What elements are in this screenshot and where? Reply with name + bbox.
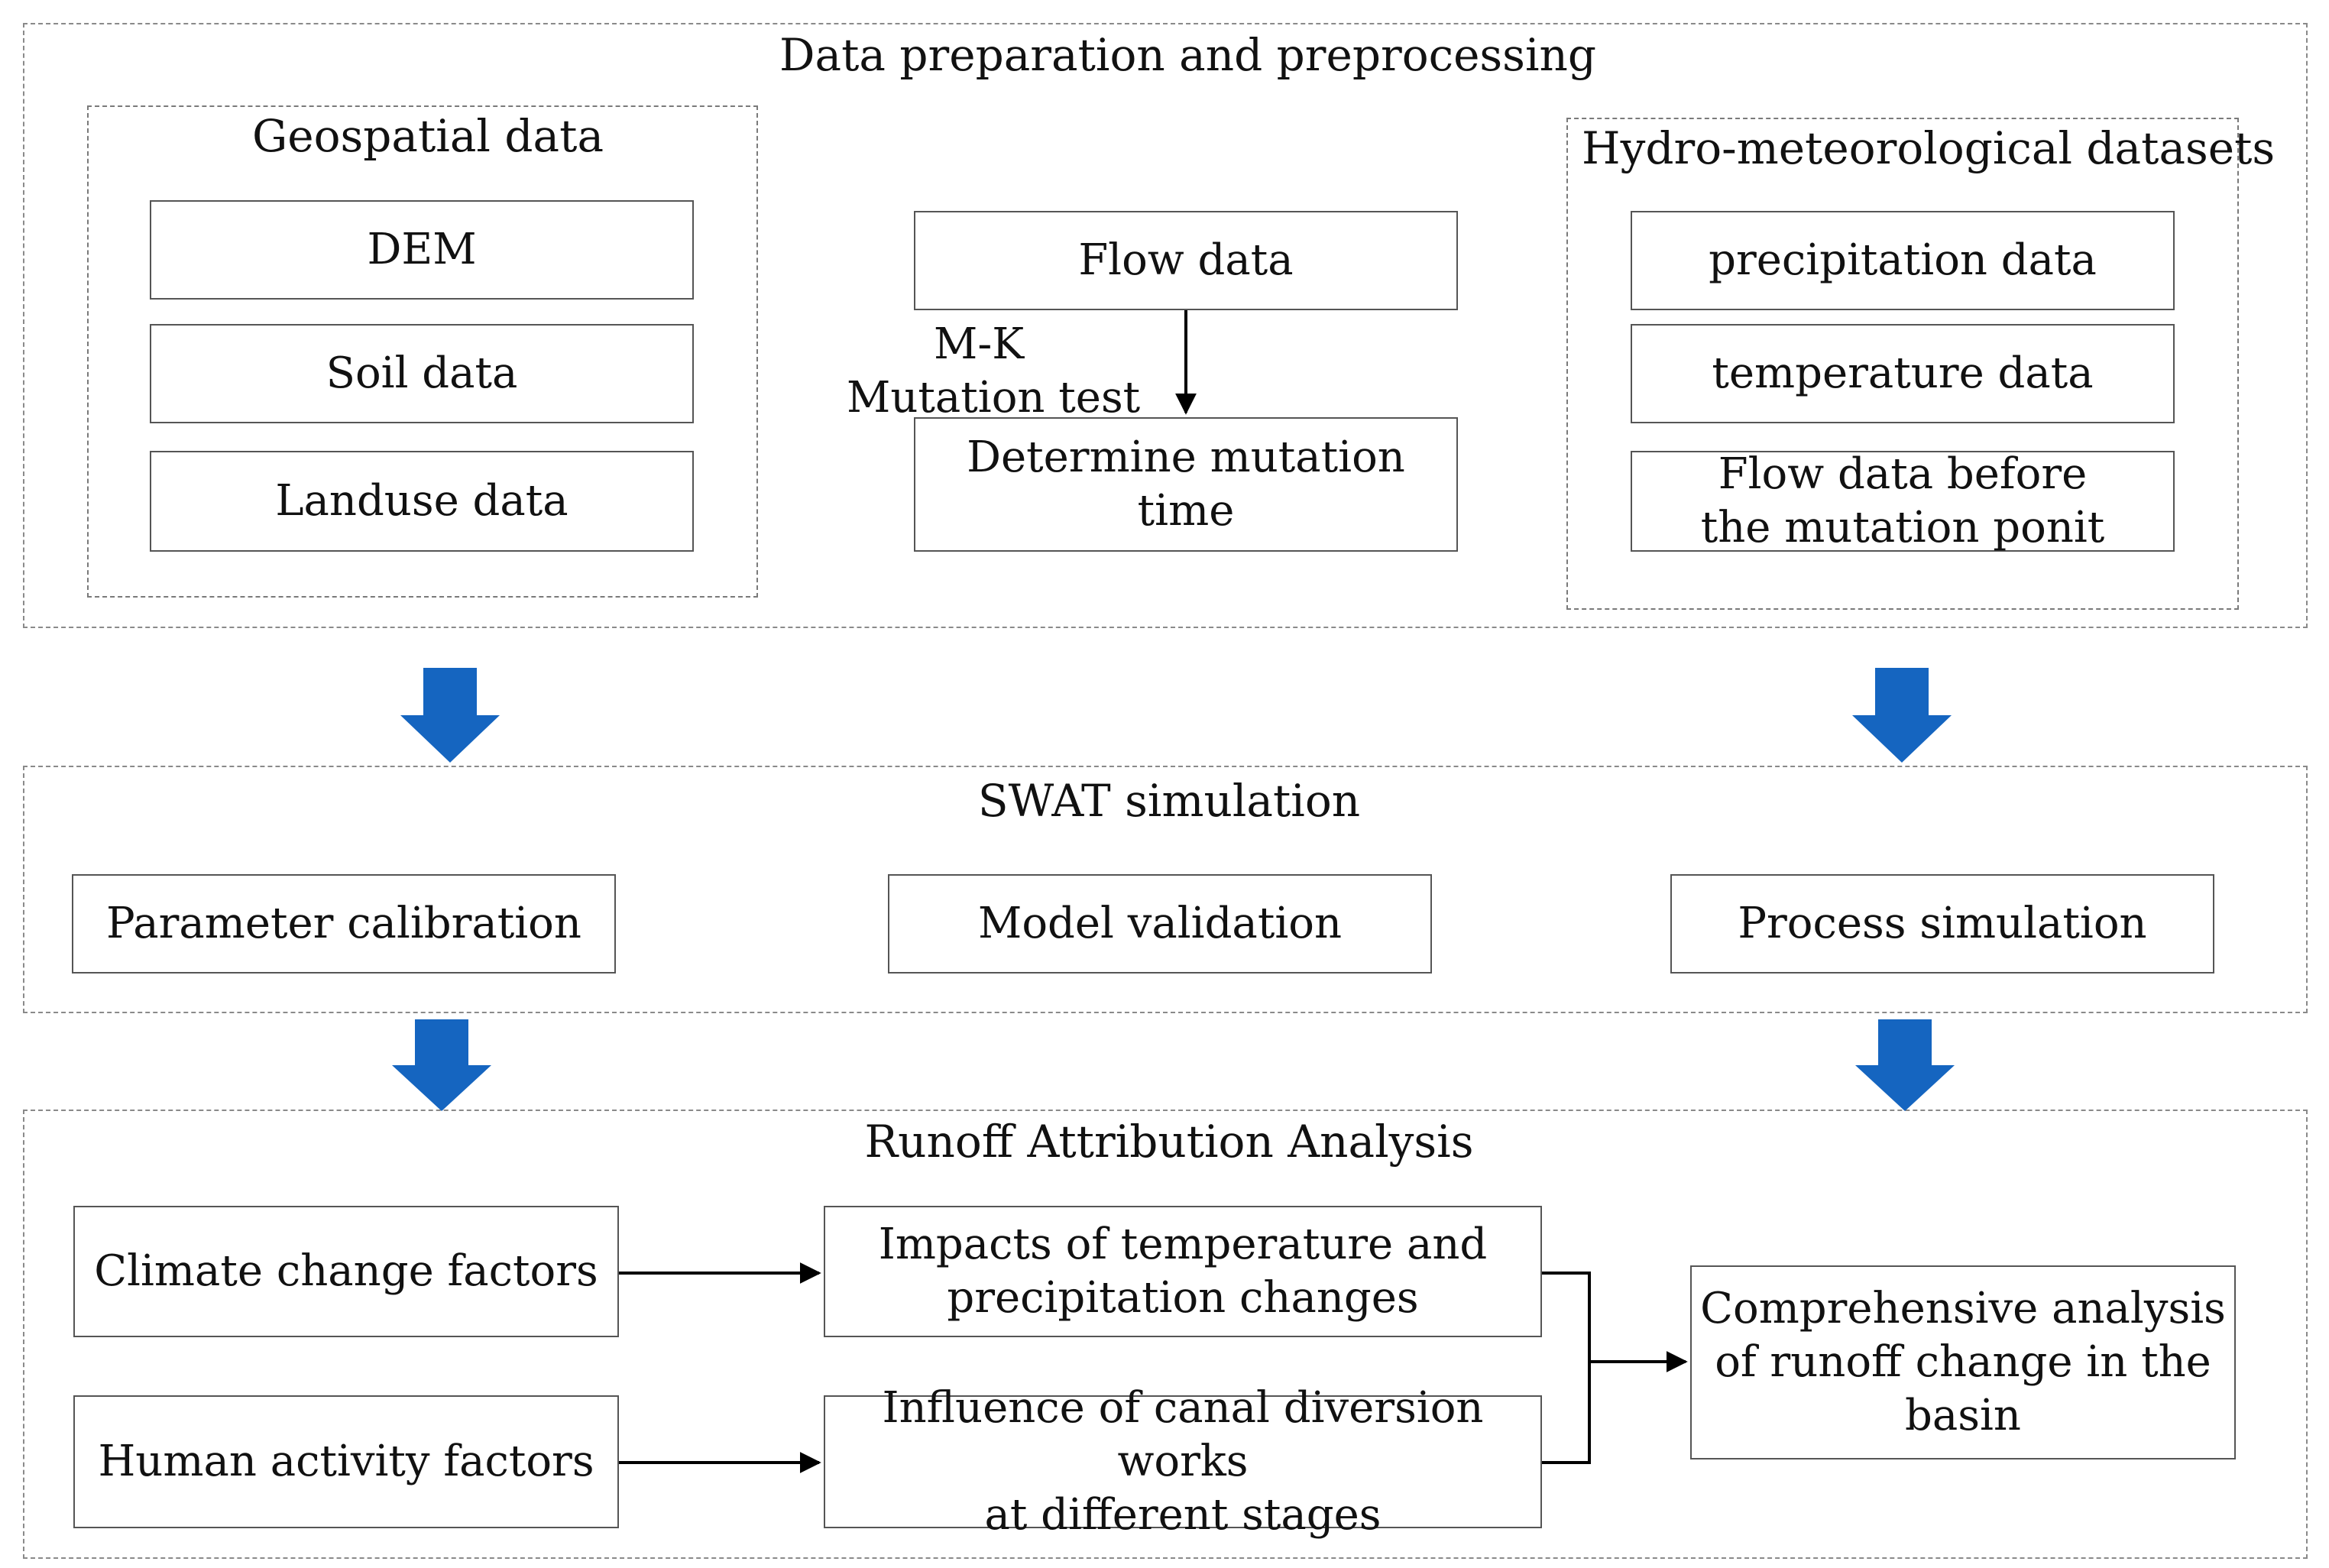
big-arrow-hydro-down (1852, 668, 1952, 763)
big-arrow-geospatial-down (400, 668, 500, 763)
hydro-group (1566, 118, 2239, 610)
runoff-section (23, 1110, 2308, 1559)
flow-data-box: Flow data (914, 211, 1458, 310)
geospatial-group (87, 105, 758, 598)
model-validation-box: Model validation (888, 874, 1432, 974)
parameter-calibration-box: Parameter calibration (72, 874, 616, 974)
hydro-title: Hydro-meteorological datasets (1582, 122, 2276, 174)
big-arrow-swat-left-down (392, 1019, 491, 1111)
temperature-data-box: temperature data (1631, 324, 2175, 423)
geospatial-title: Geospatial data (251, 110, 604, 162)
comprehensive-analysis-box: Comprehensive analysis of runoff change … (1690, 1265, 2236, 1459)
flow-before-mutation-box: Flow data before the mutation ponit (1631, 449, 2175, 552)
soil-data-box: Soil data (150, 324, 694, 423)
climate-factors-box: Climate change factors (73, 1206, 619, 1337)
landuse-data-box: Landuse data (150, 451, 694, 552)
data-prep-section (23, 23, 2308, 628)
runoff-title: Runoff Attribution Analysis (864, 1116, 1474, 1168)
precipitation-data-box: precipitation data (1631, 211, 2175, 310)
mutation-test-label: Mutation test (847, 373, 1141, 423)
mutation-time-box: Determine mutation time (914, 417, 1458, 552)
swat-title: SWAT simulation (977, 775, 1361, 827)
mk-label: M-K (934, 319, 1025, 369)
data-prep-title: Data preparation and preprocessing (779, 29, 1596, 81)
temp-precip-impacts-box: Impacts of temperature and precipitation… (824, 1206, 1542, 1337)
big-arrow-swat-right-down (1855, 1019, 1955, 1111)
human-factors-box: Human activity factors (73, 1395, 619, 1528)
swat-section (23, 766, 2308, 1013)
canal-diversion-box: Influence of canal diversion works at di… (824, 1383, 1542, 1540)
dem-box: DEM (150, 200, 694, 300)
process-simulation-box: Process simulation (1670, 874, 2214, 974)
